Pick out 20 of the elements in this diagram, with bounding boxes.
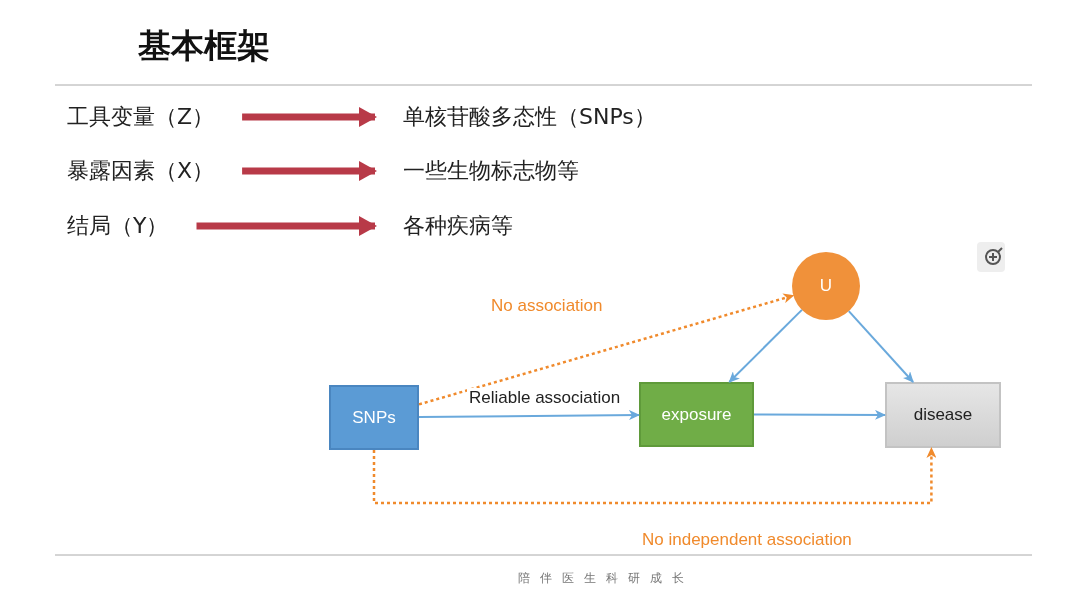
term-text: 暴露因素（X） xyxy=(67,158,215,184)
term-text: 工具变量（Z） xyxy=(67,104,215,130)
term-text: 单核苷酸多态性（SNPs） xyxy=(403,104,656,130)
footer-slogan: 陪伴医生科研成长 xyxy=(518,570,694,587)
term-text: 一些生物标志物等 xyxy=(403,158,579,184)
arrow xyxy=(847,310,915,383)
slide-title: 基本框架 xyxy=(138,26,270,66)
arrow xyxy=(753,409,886,420)
arrow xyxy=(372,447,937,505)
arrow xyxy=(418,410,640,421)
arrow xyxy=(196,216,377,236)
variable-box: SNPs xyxy=(329,385,419,450)
term-text: 结局（Y） xyxy=(67,213,169,239)
variable-box: exposure xyxy=(639,382,754,447)
arrow xyxy=(418,293,795,406)
confounder-circle: U xyxy=(792,252,860,320)
term-text: 各种疾病等 xyxy=(403,213,513,239)
arrow xyxy=(728,308,803,383)
variable-box: disease xyxy=(885,382,1001,448)
edge-label: No independent association xyxy=(640,530,854,550)
